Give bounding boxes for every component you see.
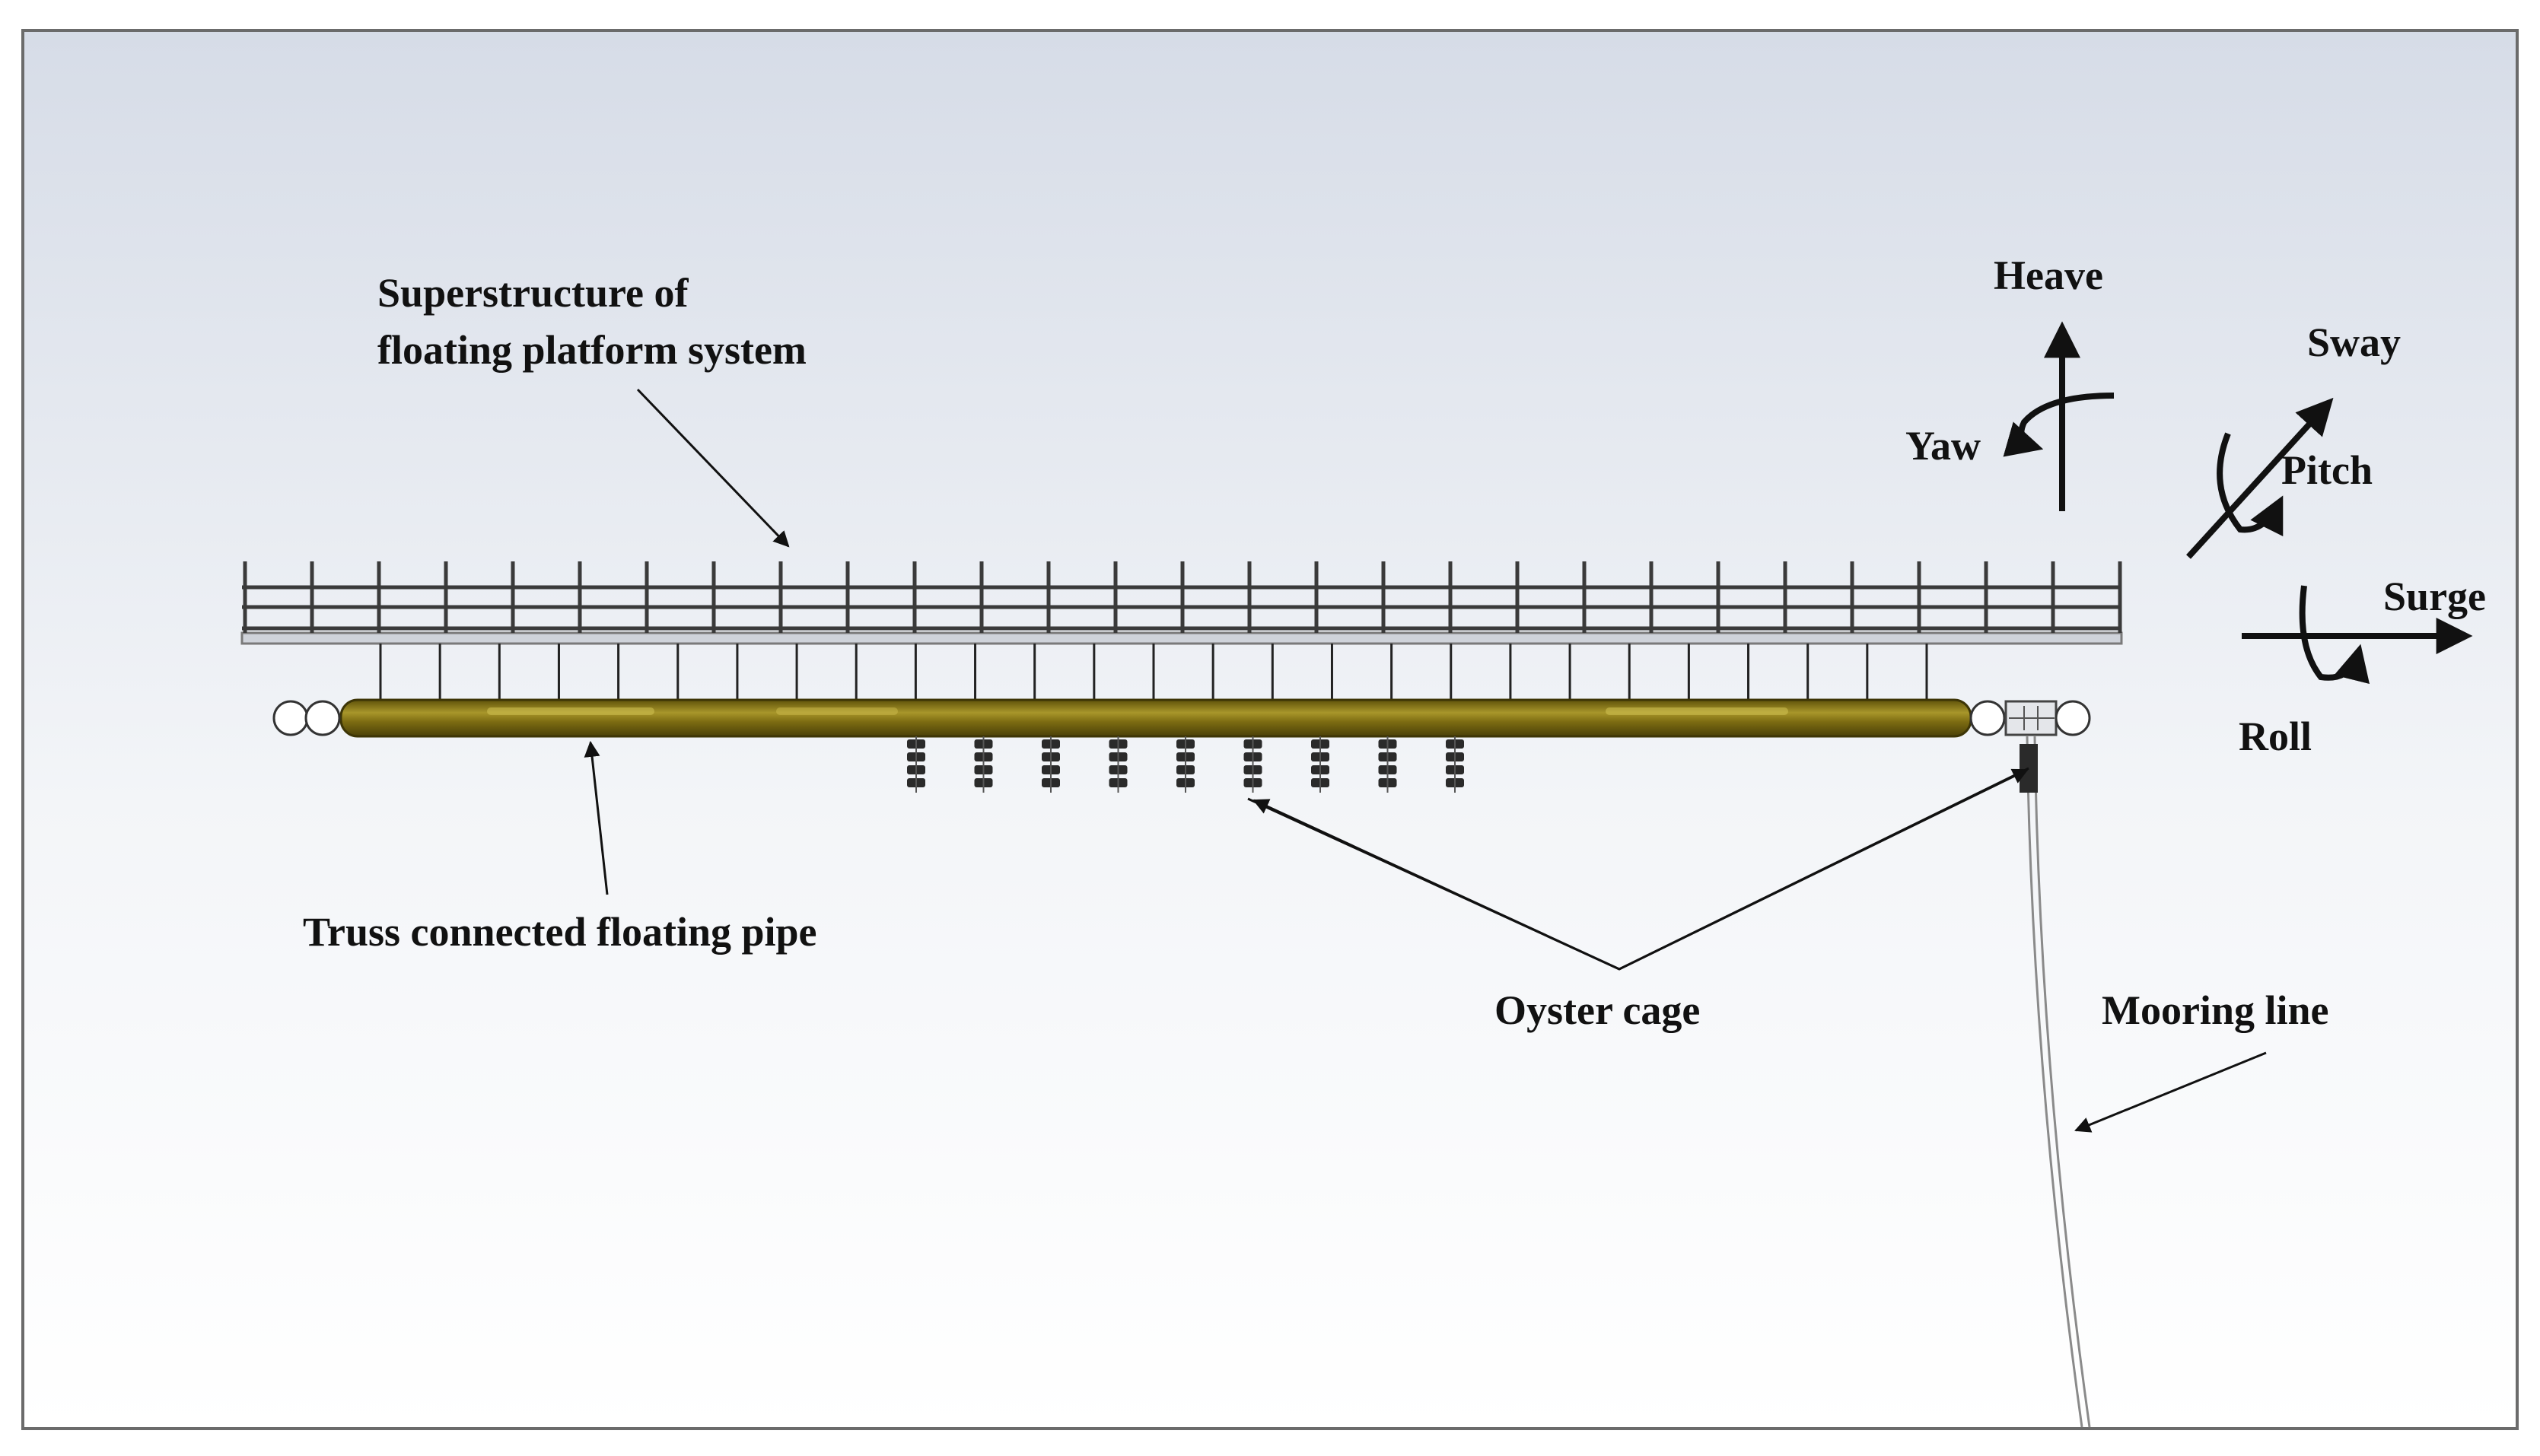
pipe-leader [584,740,609,895]
superstructure-label-line2: floating platform system [377,327,807,373]
superstructure-railing [240,561,2123,700]
oyster-cage-leader-left [1252,799,1620,971]
truss-pipe-label: Truss connected floating pipe [303,909,817,955]
oyster-cage [1176,736,1195,793]
oyster-cage [974,736,993,793]
oyster-cage-label: Oyster cage [1494,987,1700,1033]
surge-label: Surge [2383,574,2486,619]
roll-label: Roll [2239,714,2312,759]
yaw-label: Yaw [1905,423,1981,469]
oyster-cage [1109,736,1128,793]
mooring-line-label: Mooring line [2102,987,2328,1033]
pitch-label: Pitch [2281,447,2373,493]
oyster-cages [907,736,1464,793]
surge-roll-axis [2242,585,2473,685]
oyster-cage [1311,736,1329,793]
diagram-frame [21,29,2519,1430]
oyster-cage [1042,736,1060,793]
railing-posts [243,561,2122,633]
superstructure-leader [636,388,790,548]
oyster-cage [1378,736,1397,793]
oyster-cage [1243,736,1262,793]
oyster-cage-leader-right [1619,768,2029,971]
heave-yaw-axis [2003,321,2115,511]
oyster-cage [907,736,925,793]
sway-pitch-axis [2186,397,2334,559]
superstructure-label-line1: Superstructure of [377,270,689,316]
truss-hangers [379,644,1928,700]
mooring-leader [2074,1051,2267,1133]
floating-pipe [272,698,2091,738]
heave-label: Heave [1994,253,2103,298]
sway-label: Sway [2307,319,2401,365]
oyster-cage [1446,736,1464,793]
